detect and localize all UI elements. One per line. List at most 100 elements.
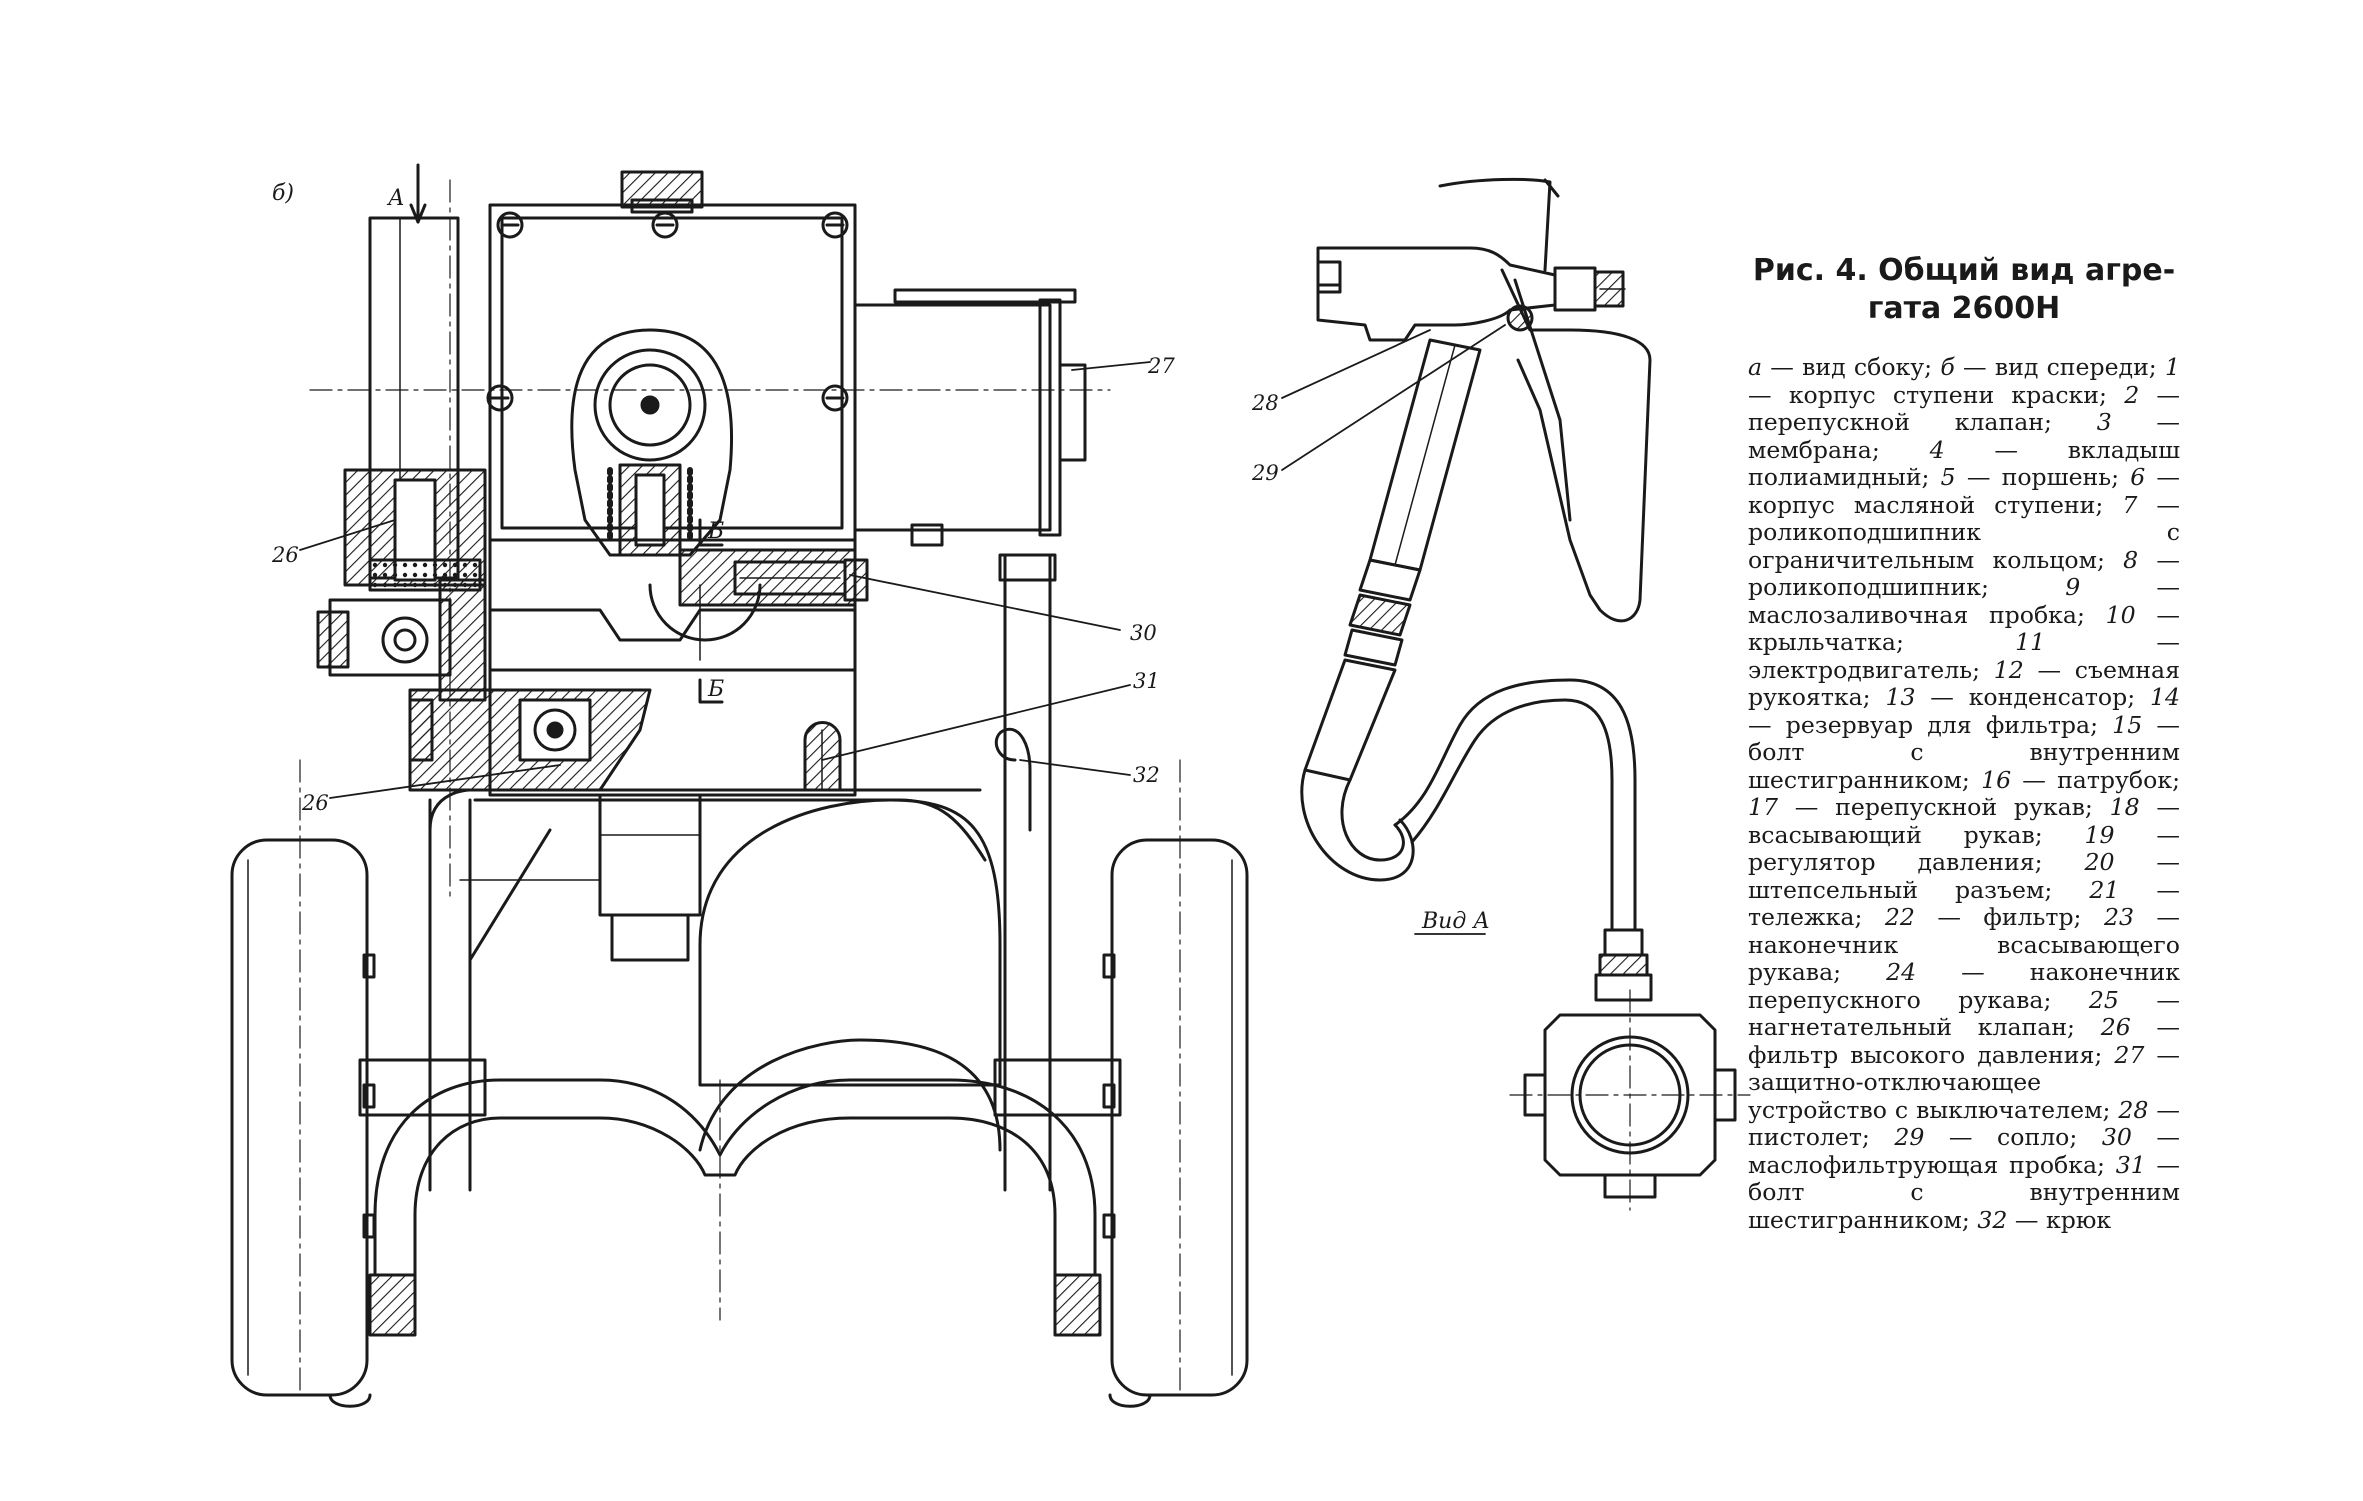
legend-entry: б — вид спереди;	[1940, 353, 2157, 381]
legend-text: электродвигатель;	[1748, 655, 1981, 684]
view-b-label: б)	[272, 181, 294, 206]
legend-number: 10	[2105, 600, 2136, 629]
legend-entry: 15 — болт с внутренним шестигранником;	[1748, 710, 2181, 794]
legend-text: тележка;	[1748, 903, 1863, 931]
legend-text: сопло;	[1997, 1123, 2078, 1151]
legend-entry: а — вид сбоку;	[1748, 353, 1933, 381]
figure-title-line1: Рис. 4. Общий вид агре-	[1752, 253, 2176, 288]
legend-text: роликоподшипник с ограничительным кольцо…	[1748, 518, 2180, 574]
figure-caption: Рис. 4. Общий вид агре- гата 2600Н а — в…	[1748, 252, 2180, 1234]
legend-entry: 28 — пистолет;	[1748, 1095, 2181, 1151]
legend-entry: 21 — тележка;	[1748, 875, 2180, 931]
legend-entry: 23 — наконечник всасывающего рукава;	[1748, 903, 2181, 986]
legend-entry: 2 — перепускной клапан;	[1748, 380, 2181, 436]
legend-number: 31	[2115, 1150, 2146, 1179]
callout-30: 30	[1130, 621, 1157, 645]
legend-number: 12	[1993, 655, 2024, 684]
legend-entry: 9 — маслозаливочная пробка;	[1748, 573, 2181, 629]
legend-entry: 3 — мембрана;	[1748, 408, 2181, 464]
legend-number: 3	[2096, 408, 2112, 436]
legend-entry: 10 — крыльчатка;	[1748, 600, 2181, 656]
legend-text: фильтр высокого давления;	[1748, 1040, 2103, 1069]
legend-text: пистолет;	[1748, 1123, 1870, 1151]
legend-number: 28	[2118, 1095, 2149, 1124]
legend-entry: 7 — роликоподшипник с ограничительным ко…	[1748, 490, 2180, 574]
legend-text: наконечник всасывающего рукава;	[1748, 930, 2180, 986]
legend-text: болт с внутренним шестигранником;	[1748, 738, 2180, 794]
callout-31: 31	[1133, 669, 1160, 693]
legend-text: маслофильтрующая пробка;	[1748, 1150, 2105, 1179]
callout-32: 32	[1133, 763, 1160, 787]
legend-number: 16	[1981, 765, 2012, 794]
legend-text: конденсатор;	[1968, 683, 2136, 711]
legend-text: наконечник перепускного рукава;	[1748, 958, 2181, 1014]
callout-26-lower: 26	[301, 791, 329, 815]
legend-entry: 18 — всасывающий рукав;	[1748, 793, 2181, 849]
legend-number: а	[1748, 353, 1763, 381]
legend-number: 18	[2109, 793, 2140, 821]
callout-27: 27	[1147, 354, 1175, 378]
legend-number: 22	[1884, 903, 1915, 931]
callout-28: 28	[1251, 391, 1279, 415]
figure-title: Рис. 4. Общий вид агре- гата 2600Н	[1748, 252, 2180, 328]
legend-number: 7	[2122, 490, 2138, 519]
legend-text: перепускной клапан;	[1748, 408, 2052, 436]
legend-number: 32	[1977, 1205, 2008, 1234]
legend-entry: 24 — наконечник перепускного рукава;	[1748, 958, 2181, 1014]
legend-number: 27	[2114, 1040, 2145, 1069]
legend-text: мембрана;	[1748, 435, 1880, 464]
legend-number: 15	[2112, 710, 2143, 739]
legend-number: 6	[2130, 463, 2146, 491]
legend-text: перепускной рукав;	[1835, 793, 2093, 821]
legend-text: фильтр;	[1983, 903, 2082, 931]
legend-text: поршень;	[2001, 463, 2120, 491]
figure-title-line2: гата 2600Н	[1867, 291, 2061, 326]
legend-entry: 20 — штепсельный разъем;	[1748, 848, 2180, 904]
legend-entry: 12 — съемная рукоятка;	[1748, 655, 2180, 711]
legend-entry: 26 — фильтр высокого давления;	[1748, 1013, 2180, 1069]
legend-text: крюк	[2045, 1205, 2112, 1234]
legend-entry: 6 — корпус масляной ступени;	[1748, 463, 2181, 519]
legend-text: вид спереди;	[1994, 353, 2157, 381]
legend-number: 29	[1894, 1123, 1925, 1151]
legend-number: 11	[2015, 628, 2046, 656]
legend-number: 21	[2089, 875, 2120, 904]
legend-entry: 29 — сопло;	[1894, 1123, 2078, 1151]
callout-29: 29	[1251, 461, 1279, 485]
legend-number: 8	[2123, 545, 2139, 574]
legend-number: б	[1940, 353, 1955, 381]
legend-text: корпус ступени краски;	[1788, 380, 2107, 409]
legend-entry: 25 — нагнетательный клапан;	[1748, 985, 2180, 1041]
legend-text: болт с внутренним шестигранником;	[1748, 1178, 2180, 1234]
legend-number: 13	[1885, 683, 1916, 711]
legend-number: 25	[2088, 985, 2119, 1014]
legend-entry: 22 — фильтр;	[1884, 903, 2082, 931]
legend-text: корпус масляной ступени;	[1748, 490, 2104, 519]
legend-text: крыльчатка;	[1748, 628, 1904, 656]
legend-text: патрубок;	[2057, 765, 2181, 794]
legend-text: вкладыш полиамидный;	[1748, 435, 2181, 491]
legend-text: защитно-отключающее устройство с выключа…	[1748, 1068, 2111, 1124]
legend-text: роликоподшипник;	[1748, 573, 1989, 601]
legend-entry: 8 — роликоподшипник;	[1748, 545, 2180, 601]
legend-number: 4	[1929, 435, 1945, 464]
legend-number: 14	[2149, 683, 2181, 711]
legend-entry: 13 — конденсатор;	[1885, 683, 2136, 711]
view-a-drawing	[1281, 177, 1751, 1211]
legend-number: 19	[2084, 820, 2115, 849]
legend-number: 1	[2164, 353, 2180, 381]
legend-entry: 17 — перепускной рукав;	[1748, 793, 2093, 821]
legend-entry: 11 — электродвигатель;	[1748, 628, 2181, 684]
legend-text: съемная рукоятка;	[1748, 655, 2180, 711]
legend-number: 24	[1886, 958, 1917, 986]
legend-entry: 14 — резервуар для фильтра;	[1748, 683, 2181, 739]
legend-entry: 19 — регулятор давления;	[1748, 820, 2181, 876]
legend-entry: 4 — вкладыш полиамидный;	[1748, 435, 2181, 491]
legend-text: нагнетательный клапан;	[1748, 1013, 2075, 1041]
legend-text: штепсельный разъем;	[1748, 875, 2053, 904]
legend-text: резервуар для фильтра;	[1785, 710, 2099, 739]
legend-number: 5	[1940, 463, 1956, 491]
legend-text: регулятор давления;	[1748, 848, 2043, 876]
legend-number: 9	[2065, 573, 2081, 601]
